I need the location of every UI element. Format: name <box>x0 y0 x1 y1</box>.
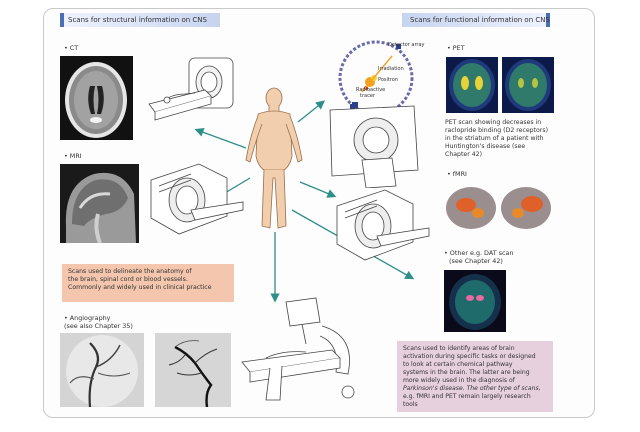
pet-caption: PET scan showing decreases in raclopride… <box>445 119 548 158</box>
arrow-to-pet <box>297 100 326 123</box>
angiogram-image-1 <box>60 333 144 407</box>
ct-scanner-illustration <box>147 54 237 126</box>
mri-label: • MRI <box>64 152 82 160</box>
pet-scanner-illustration <box>322 100 422 188</box>
fmri-label: • fMRI <box>447 170 467 178</box>
structural-header: Scans for structural information on CNS <box>60 13 220 27</box>
pet-label: • PET <box>447 44 465 52</box>
arrow-to-fmri <box>299 181 337 198</box>
angiography-chapter-ref: (see also Chapter 35) <box>64 322 133 330</box>
pet-irradiation-label: Irradiation <box>378 66 404 72</box>
pet-detector-label: Detector array <box>388 42 425 48</box>
fmri-scanner-illustration <box>333 186 431 266</box>
dat-label: • Other e.g. DAT scan <box>444 249 514 257</box>
pet-scan-image-2 <box>502 57 554 113</box>
pet-tracer-label-1: Radioactive <box>356 87 386 93</box>
functional-scans-note: Scans used to identify areas of brain ac… <box>397 341 553 412</box>
pet-positron-label: Positron <box>378 77 399 83</box>
pet-tracer-label-2: tracer <box>360 93 375 99</box>
ct-label: • CT <box>64 44 79 52</box>
dat-chapter-ref: (see Chapter 42) <box>449 257 503 265</box>
dat-scan-image <box>444 270 506 332</box>
mri-scanner-illustration <box>147 160 245 240</box>
arrow-to-ct <box>194 127 247 149</box>
mri-scan-image <box>60 164 139 243</box>
pet-scan-image-1 <box>446 57 498 113</box>
ct-scan-image <box>60 56 133 140</box>
angiography-label: • Angiography <box>64 314 111 322</box>
fmri-image <box>444 183 554 233</box>
functional-header: Scans for functional information on CNS <box>402 13 550 27</box>
human-figure-illustration <box>238 86 310 234</box>
angiogram-image-2 <box>155 333 231 407</box>
structural-scans-note: Scans used to delineate the anatomy of t… <box>62 264 234 302</box>
angiography-room-illustration <box>236 296 362 406</box>
